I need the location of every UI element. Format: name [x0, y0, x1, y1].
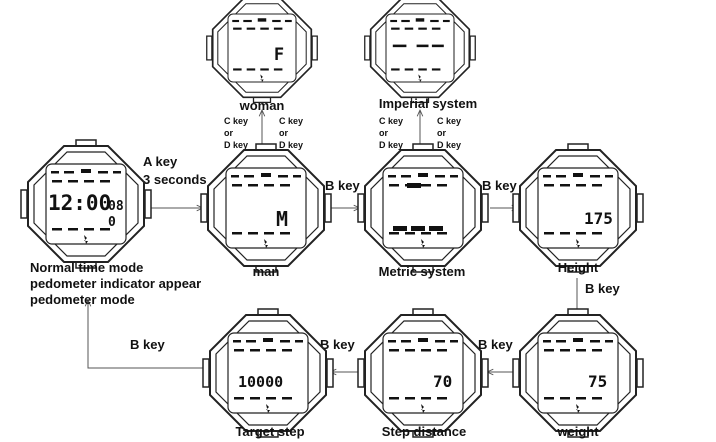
arrow-target-normal	[88, 300, 203, 369]
watch-target-label: Target step	[235, 424, 304, 439]
cd-key-imp-left-1: C key	[379, 116, 403, 126]
watch-normal-steps: 0	[108, 215, 116, 230]
watch-woman-label: woman	[239, 98, 285, 113]
watch-target-display: 10000	[238, 373, 283, 391]
a-key-label-2: 3 seconds	[143, 172, 207, 187]
cd-key-left-3: D key	[224, 140, 248, 150]
cd-key-right-2: or	[279, 128, 288, 138]
watch-metric	[357, 143, 489, 273]
watch-metric-label: Metric system	[379, 264, 466, 279]
watch-stepdist: 70	[357, 308, 489, 438]
watch-normal-seconds: 08	[108, 199, 124, 214]
cd-key-right-1: C key	[279, 116, 303, 126]
watch-woman: F	[205, 0, 319, 104]
watch-normal-label-1: Normal time mode	[30, 260, 143, 275]
watch-height-display: 175	[584, 209, 613, 228]
connector-lines	[88, 110, 577, 372]
watch-man: M	[200, 143, 332, 273]
watch-man-label: man	[253, 264, 280, 279]
cd-key-right-3: D key	[279, 140, 303, 150]
cd-key-imp-right-2: or	[437, 128, 446, 138]
b-key-label-stepdist-target: B key	[320, 337, 355, 352]
watch-imperial-label: Imperial system	[379, 96, 477, 111]
cd-key-imp-right-1: C key	[437, 116, 461, 126]
b-key-label-height-weight: B key	[585, 281, 620, 296]
watch-weight: 75	[512, 308, 644, 438]
watch-normal-time: 12:00	[48, 191, 111, 215]
watch-normal: 12:00 08 0	[20, 139, 152, 269]
watch-imperial	[363, 0, 477, 104]
a-key-label-1: A key	[143, 154, 178, 169]
watch-height: 175	[512, 143, 644, 273]
b-key-label-metric-height: B key	[482, 178, 517, 193]
cd-key-imp-left-2: or	[379, 128, 388, 138]
watch-height-label: Height	[558, 260, 599, 275]
watch-weight-display: 75	[588, 372, 607, 391]
cd-key-imp-left-3: D key	[379, 140, 403, 150]
cd-key-left-1: C key	[224, 116, 248, 126]
watch-normal-label-3: pedometer mode	[30, 292, 135, 307]
b-key-label-target-normal: B key	[130, 337, 165, 352]
watch-man-display: M	[276, 207, 288, 231]
watch-stepdist-display: 70	[433, 372, 452, 391]
watch-weight-label: weight	[556, 424, 599, 439]
watch-stepdist-label: Step distance	[382, 424, 467, 439]
watch-normal-label-2: pedometer indicator appear	[30, 276, 201, 291]
watch-woman-display: F	[274, 45, 284, 65]
watch-target: 10000	[202, 308, 334, 438]
b-key-label-weight-stepdist: B key	[478, 337, 513, 352]
cd-key-left-2: or	[224, 128, 233, 138]
b-key-label-man-metric: B key	[325, 178, 360, 193]
cd-key-imp-right-3: D key	[437, 140, 461, 150]
